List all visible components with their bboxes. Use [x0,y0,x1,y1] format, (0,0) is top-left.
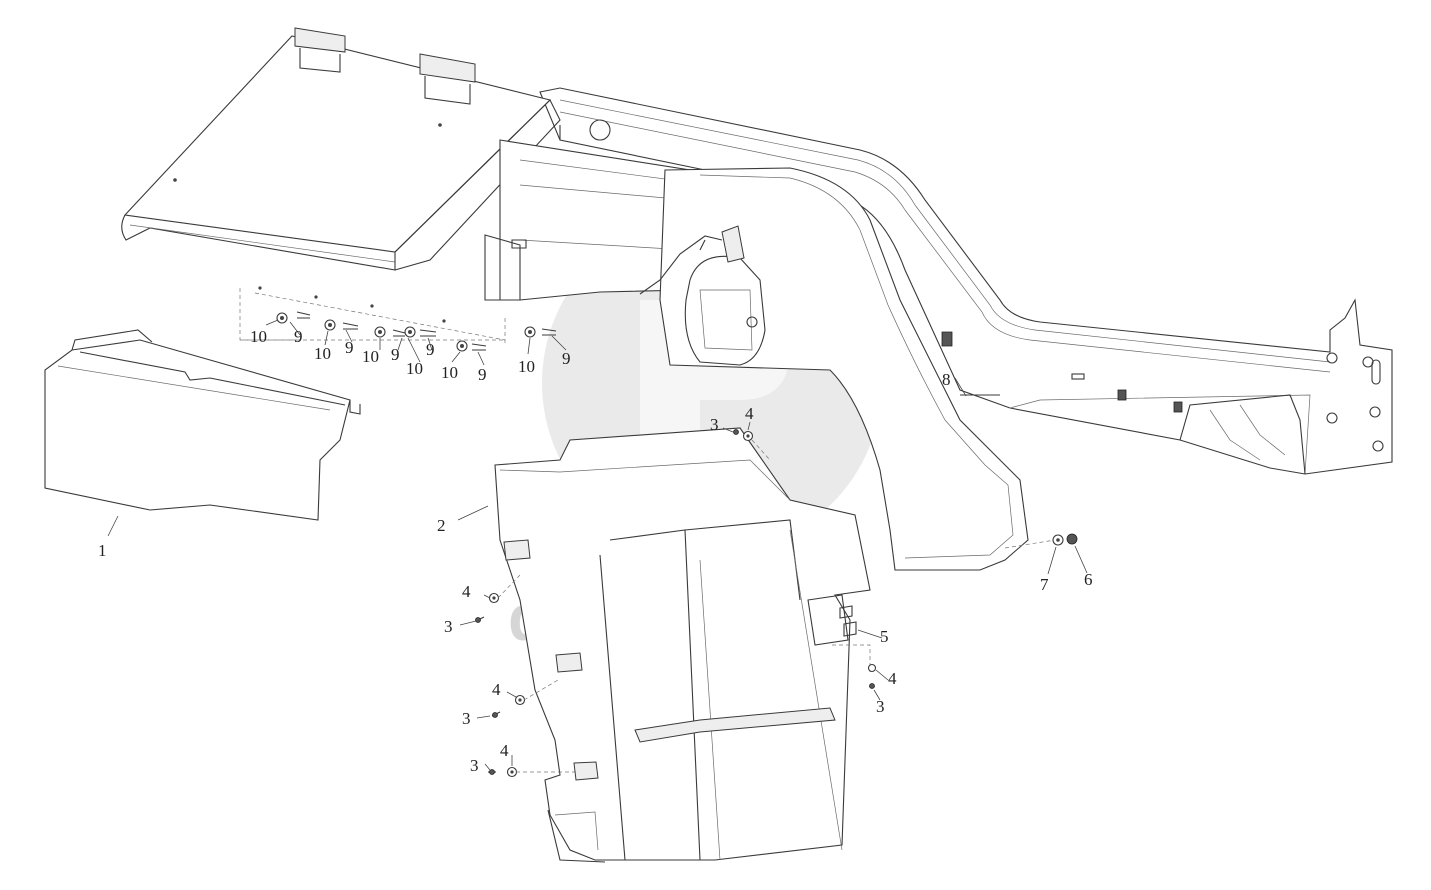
callout-9-e: 9 [478,365,487,384]
callout-1: 1 [98,541,107,560]
callout-3-left-upper: 3 [444,617,453,636]
callout-9-d: 9 [426,340,435,359]
callout-9-f: 9 [562,349,571,368]
part-2-fender-liner [494,427,871,863]
callout-6: 6 [1084,570,1093,589]
callout-10-a: 10 [250,327,267,346]
fasteners-liner-top [733,429,771,461]
fasteners-row-upper [239,286,557,352]
callout-8: 8 [942,370,951,389]
fasteners-nut-washer [1004,533,1078,549]
wiring-connector [639,225,745,295]
callout-9-b: 9 [345,338,354,357]
callout-4-left-lower: 4 [500,741,509,760]
callout-7: 7 [1040,575,1049,594]
callout-4-top: 4 [745,404,754,423]
upper-floor-panel [121,27,561,271]
leader-lines [107,319,1088,771]
callout-10-d: 10 [406,359,423,378]
fasteners-liner-right [832,605,877,689]
callout-4-left-upper: 4 [462,582,471,601]
callout-5: 5 [880,627,889,646]
callout-10-e: 10 [441,363,458,382]
callout-9-a: 9 [294,327,303,346]
callout-4-left-middle: 4 [492,680,501,699]
callout-10-c: 10 [362,347,379,366]
callout-10-f: 10 [518,357,535,376]
callout-9-c: 9 [391,345,400,364]
bulkhead-panel [484,119,691,301]
inner-wheel-arch [659,167,1029,571]
callout-2: 2 [437,516,446,535]
chassis-frame-rail [539,87,1393,475]
callout-10-b: 10 [314,344,331,363]
callout-3-right: 3 [876,697,885,716]
callout-3-left-middle: 3 [462,709,471,728]
callout-4-right: 4 [888,669,897,688]
callout-3-left-lower: 3 [470,756,479,775]
callout-3-top: 3 [710,415,719,434]
callout-labels: 1 2 4 3 4 3 4 3 4 3 5 4 3 6 7 8 10 9 10 … [98,327,1093,775]
part-1-side-panel [44,329,361,521]
